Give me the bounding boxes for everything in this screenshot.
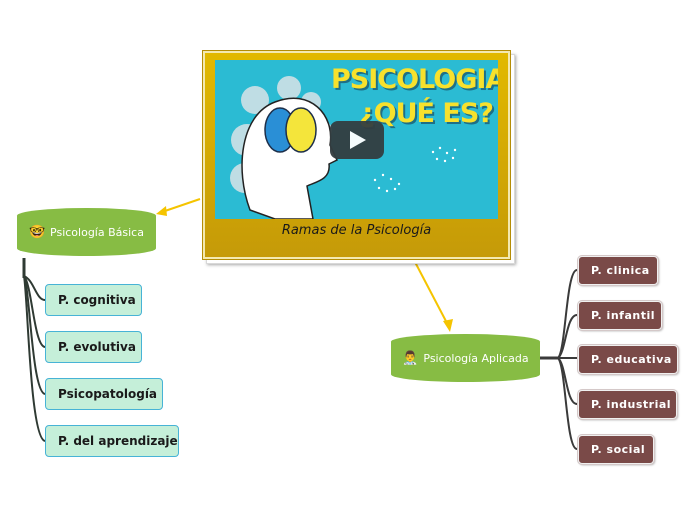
central-topic-caption: Ramas de la Psicología [281,223,432,238]
head-brain-illustration [230,76,457,219]
doctor-icon: 👨‍⚕️ [402,350,419,366]
subtopic-psicopatologia[interactable]: Psicopatología [45,378,163,410]
subtopic-p-industrial[interactable]: P. industrial [577,389,678,420]
subtopic-p-social[interactable]: P. social [577,434,655,465]
subtopic-label: P. social [591,443,646,456]
main-topic-label: Psicología Básica [50,225,144,239]
subtopic-p-clinica[interactable]: P. clinica [577,255,659,286]
main-topic-psicologia-basica[interactable]: 🤓 Psicología Básica [17,208,156,256]
subtopic-p-del-aprendizaje[interactable]: P. del aprendizaje [45,425,179,457]
subtopic-label: P. del aprendizaje [58,434,178,448]
subtopic-label: P. educativa [591,353,672,366]
video-thumbnail[interactable]: PSICOLOGIA ¿QUÉ ES? [215,60,498,219]
subtopic-p-evolutiva[interactable]: P. evolutiva [45,331,142,363]
subtopic-p-cognitiva[interactable]: P. cognitiva [45,284,142,316]
video-title-line1: PSICOLOGIA [331,64,498,95]
subtopic-label: P. clinica [591,264,650,277]
subtopic-label: Psicopatología [58,387,158,401]
main-topic-psicologia-aplicada[interactable]: 👨‍⚕️ Psicología Aplicada [391,334,540,382]
subtopic-p-infantil[interactable]: P. infantil [577,300,663,331]
subtopic-label: P. cognitiva [58,293,136,307]
nerd-face-icon: 🤓 [28,224,46,240]
subtopic-p-educativa[interactable]: P. educativa [577,344,679,375]
subtopic-label: P. industrial [591,398,672,411]
main-topic-label: Psicología Aplicada [423,351,529,365]
central-topic-video[interactable]: PSICOLOGIA ¿QUÉ ES? Ramas de la Psicolog… [202,50,511,260]
subtopic-label: P. evolutiva [58,340,136,354]
subtopic-label: P. infantil [591,309,655,322]
play-icon[interactable] [330,121,384,159]
